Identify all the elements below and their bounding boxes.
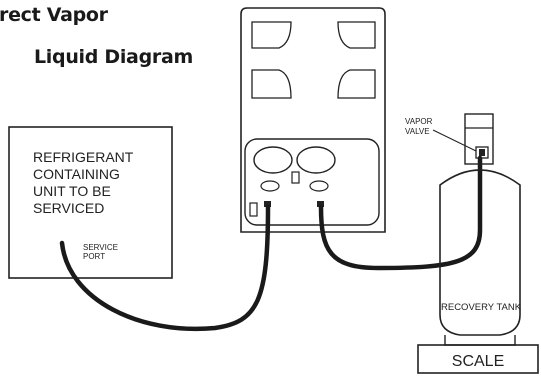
vapor-valve-label: VAPOR VALVE [405, 117, 477, 152]
scale-label: SCALE [452, 353, 504, 370]
vapor-valve-line-1: VAPOR [405, 117, 433, 126]
unit-label-line-3: UNIT TO BE [33, 183, 111, 199]
hose-machine-to-valve [318, 155, 483, 271]
diagram-title-line-1: rect Vapor [0, 4, 108, 26]
service-port-line-2: PORT [83, 252, 105, 261]
diagram-title-line-2: Liquid Diagram [34, 46, 193, 68]
unit-label-line-2: CONTAINING [33, 166, 120, 182]
unit-label-line-4: SERVICED [33, 200, 104, 216]
service-port-label: SERVICE PORT [83, 243, 118, 261]
vapor-valve-line-2: VALVE [405, 127, 430, 136]
recovery-tank-label: RECOVERY TANK [441, 302, 522, 313]
unit-label-line-1: REFRIGERANT [33, 149, 134, 165]
scale: SCALE [417, 344, 539, 374]
recovery-tank: RECOVERY TANK [439, 113, 522, 346]
hose-service-to-machine [59, 204, 271, 332]
service-port-line-1: SERVICE [83, 243, 118, 252]
refrigerant-unit: REFRIGERANT CONTAINING UNIT TO BE SERVIC… [8, 126, 173, 279]
recovery-machine [240, 7, 386, 233]
